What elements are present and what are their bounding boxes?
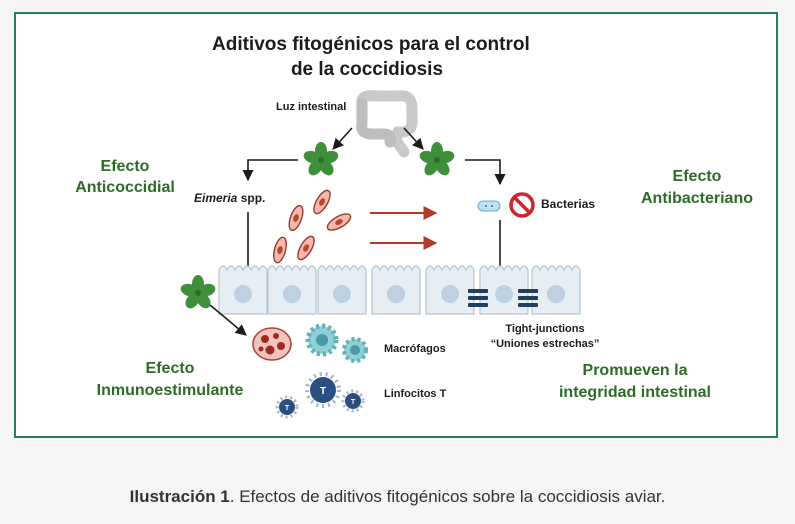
integridad-label-1: Promueven la: [582, 362, 688, 379]
macrofagos-label: Macrófagos: [384, 343, 446, 355]
eimeria-label: Eimeria spp.: [194, 191, 265, 205]
arrow-leaf-to-immune: [209, 304, 247, 336]
tight-junctions-label-1: Tight-junctions: [505, 323, 585, 335]
caption-bold: Ilustración 1: [129, 487, 230, 506]
antibacteriano-label-1: Efecto: [672, 168, 722, 185]
tight-junction-icon: [468, 289, 488, 307]
arrow-leaf-to-bacteria: [465, 159, 506, 186]
lymphocyte-label-t: T: [285, 405, 290, 412]
eimeria-italic: Eimeria: [194, 191, 238, 205]
leaf-icon: [418, 142, 456, 179]
intestine-icon: [356, 90, 418, 158]
figure-frame: [14, 12, 778, 438]
diagram-canvas: T T T: [179, 90, 581, 419]
caption-text: . Efectos de aditivos fitogénicos sobre …: [229, 487, 666, 506]
luz-intestinal-label: Luz intestinal: [276, 101, 347, 113]
lymphocyte-icon: [275, 372, 365, 419]
anticoccidial-label-1: Efecto: [100, 158, 150, 175]
anticoccidial-label-2: Anticoccidial: [75, 179, 175, 196]
integridad-label-2: integridad intestinal: [558, 384, 711, 401]
lymphocyte-label-t: T: [351, 399, 356, 406]
arrow-leaf-to-eimeria: [242, 159, 298, 182]
title-line-1: Aditivos fitogénicos para el control: [212, 34, 530, 55]
antibacteriano-label-2: Antibacteriano: [640, 190, 753, 207]
inmuno-label-1: Efecto: [145, 360, 195, 377]
arrow-to-right-leaf: [403, 127, 424, 150]
eimeria-spp: spp.: [237, 191, 266, 205]
eimeria-cell-icon: [273, 189, 352, 264]
figure-caption: Ilustración 1. Efectos de aditivos fitog…: [0, 487, 795, 507]
macrophage-icon: [252, 323, 368, 363]
title-line-2: de la coccidiosis: [290, 59, 444, 80]
bacterias-label: Bacterias: [541, 197, 596, 211]
tight-junctions-label-2: “Uniones estrechas”: [490, 338, 600, 350]
inmuno-label-2: Inmunoestimulante: [96, 382, 244, 399]
prohibited-icon: [509, 192, 535, 218]
bacteria-icon: [477, 200, 501, 212]
tight-junction-icon: [518, 289, 538, 307]
linfocitos-label: Linfocitos T: [384, 388, 447, 400]
lymphocyte-label-t: T: [320, 386, 326, 397]
arrow-to-left-leaf: [332, 127, 353, 150]
